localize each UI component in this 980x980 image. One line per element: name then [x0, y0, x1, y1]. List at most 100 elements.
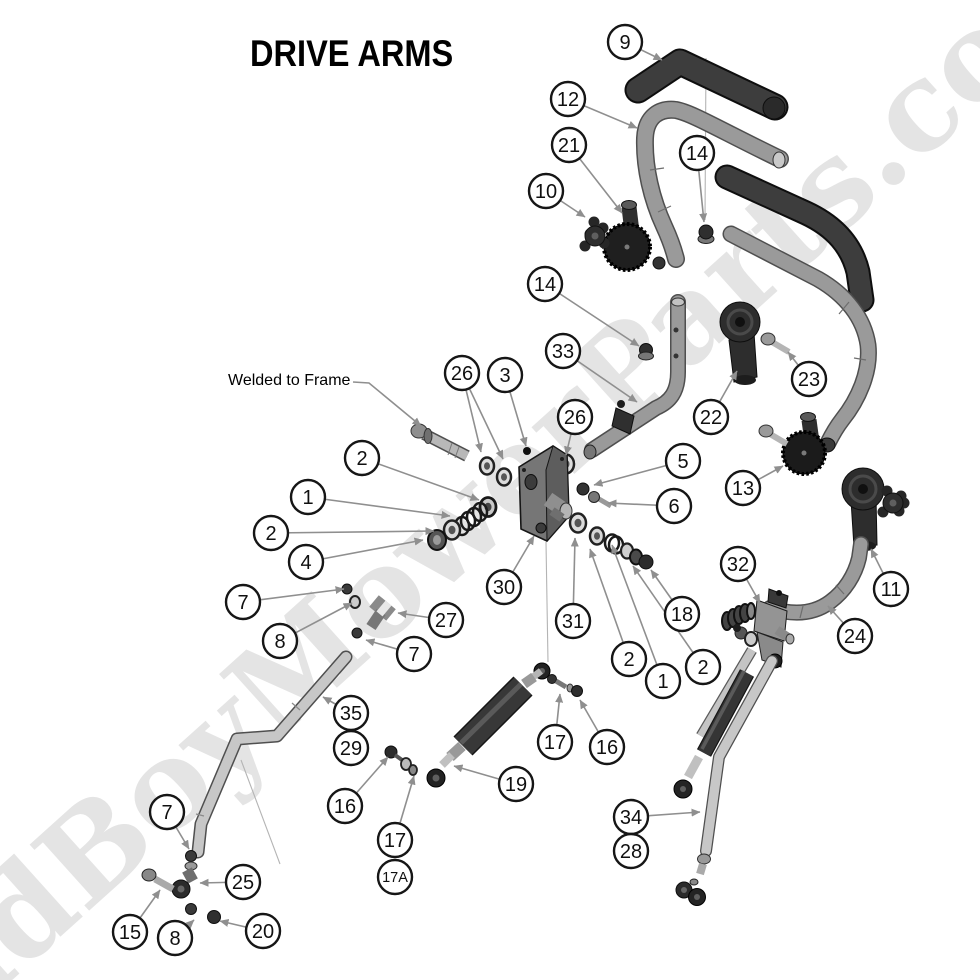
leader-line — [544, 283, 640, 347]
callout-circle — [111, 913, 149, 951]
callout-number: 1 — [657, 671, 668, 693]
callout-11: 11 — [872, 570, 910, 608]
callout-number: 35 — [340, 703, 362, 725]
callout-15: 15 — [111, 913, 149, 951]
callout-circle — [606, 23, 644, 61]
callout-circle — [692, 398, 730, 436]
leader-line — [305, 537, 424, 563]
callout-number: 2 — [356, 448, 367, 470]
callout-number: 18 — [671, 604, 693, 626]
callout-number: 29 — [340, 738, 362, 760]
callout-number: 7 — [408, 644, 419, 666]
callout-26: 26 — [556, 398, 594, 436]
star-knob-10 — [579, 216, 610, 252]
callout-circle — [550, 126, 588, 164]
callout-circle — [872, 570, 910, 608]
detent-ball-3 — [523, 447, 531, 455]
callout-number: 11 — [881, 579, 902, 601]
callout-circle — [332, 729, 370, 767]
callout-number: 5 — [677, 451, 688, 473]
leader-line — [270, 527, 435, 536]
pivot-bracket-30 — [518, 445, 573, 543]
callout-number: 4 — [300, 552, 311, 574]
fastener-pair-left — [384, 745, 418, 776]
washer-8a — [349, 595, 361, 609]
page-title: DRIVE ARMS — [250, 33, 454, 74]
leader-line — [589, 548, 630, 660]
callout-circle — [836, 617, 874, 655]
callout-circle — [427, 601, 465, 639]
callout-circle — [224, 583, 262, 621]
lower-arm-tube-24 — [762, 536, 869, 621]
callout-circle — [526, 265, 564, 303]
frame-bolt — [410, 423, 470, 462]
callout-9: 9 — [606, 23, 644, 61]
callout-17: 17 — [376, 821, 414, 859]
callout-circle — [664, 442, 702, 480]
callout-27: 27 — [427, 601, 465, 639]
callout-8: 8 — [156, 919, 194, 957]
callout-circle — [655, 487, 693, 525]
callout-number: 13 — [732, 478, 754, 500]
callout-number: 20 — [252, 921, 274, 943]
callout-circle — [549, 80, 587, 118]
callout-6: 6 — [655, 487, 693, 525]
callout-8: 8 — [261, 622, 299, 660]
callout-28: 28 — [612, 832, 650, 870]
callout-circle — [376, 858, 414, 896]
callout-16: 16 — [588, 728, 626, 766]
callout-32: 32 — [719, 545, 757, 583]
callout-7: 7 — [395, 635, 433, 673]
callout-16: 16 — [326, 787, 364, 825]
callout-circle — [536, 723, 574, 761]
cam-disc-13 — [758, 412, 827, 476]
callout-circle — [148, 793, 186, 831]
callout-number: 16 — [334, 796, 356, 818]
hex-nut — [652, 256, 666, 270]
callout-18: 18 — [663, 595, 701, 633]
callout-circle — [663, 595, 701, 633]
callout-number: 19 — [505, 774, 527, 796]
star-knob-11 — [877, 485, 910, 518]
leader-lines — [129, 41, 892, 939]
callout-circle — [244, 912, 282, 950]
callout-circle — [289, 478, 327, 516]
callout-number: 21 — [558, 135, 580, 157]
nut-7b — [351, 627, 363, 639]
callout-35: 35 — [332, 694, 370, 732]
callout-number: 3 — [499, 365, 510, 387]
callout-number: 25 — [232, 872, 254, 894]
callout-29: 29 — [332, 729, 370, 767]
linkage-fitting-group — [341, 583, 396, 639]
callout-circle — [544, 332, 582, 370]
callout-26: 26 — [443, 354, 481, 392]
callout-number: 17 — [384, 830, 406, 852]
nut-18 — [638, 554, 654, 570]
fastener-pair-center — [547, 674, 583, 697]
callout-circle — [376, 821, 414, 859]
callout-number: 32 — [727, 554, 749, 576]
parts — [141, 48, 910, 924]
flange-nut-14 — [698, 224, 714, 240]
cam-lever-11 — [841, 467, 910, 551]
callout-20: 20 — [244, 912, 282, 950]
callout-circle — [719, 545, 757, 583]
callout-circle — [395, 635, 433, 673]
callout-14: 14 — [526, 265, 564, 303]
control-arm-tube-left — [635, 100, 789, 268]
callout-number: 17A — [382, 870, 408, 886]
callout-25: 25 — [224, 863, 262, 901]
welded-leader-line — [352, 381, 422, 427]
callout-24: 24 — [836, 617, 874, 655]
callout-number: 24 — [844, 626, 866, 648]
callout-17A: 17A — [376, 858, 414, 896]
callout-number: 2 — [623, 649, 634, 671]
callout-circle — [343, 439, 381, 477]
callout-number: 8 — [169, 928, 180, 950]
callout-circle — [790, 360, 828, 398]
callout-number: 28 — [620, 841, 642, 863]
callout-circle — [644, 662, 682, 700]
callout-circle — [497, 765, 535, 803]
callout-number: 1 — [302, 487, 313, 509]
